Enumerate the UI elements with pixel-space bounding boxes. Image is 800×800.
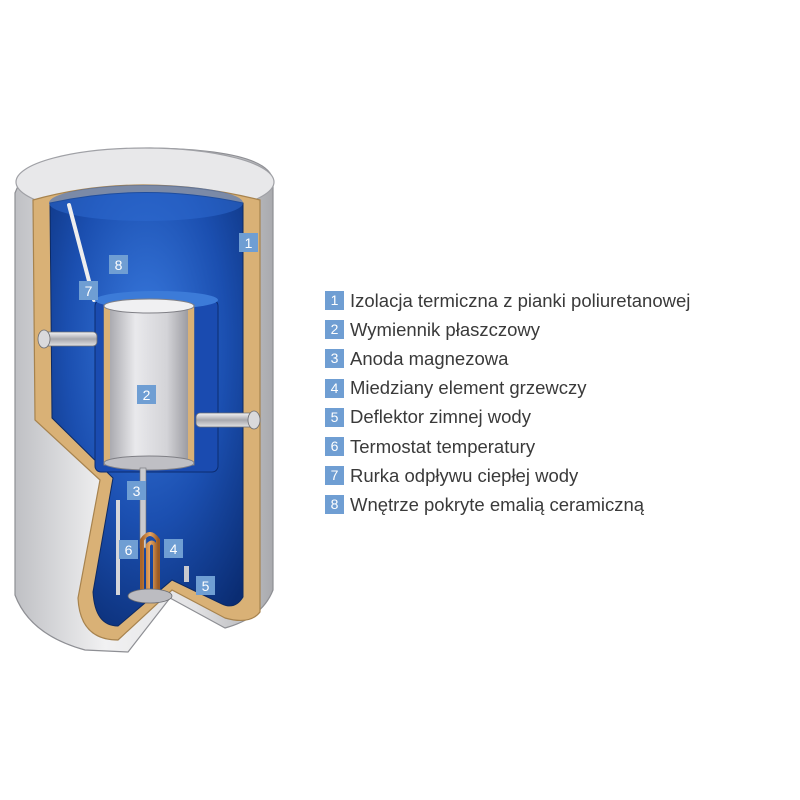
callout-7-label: 7 [85,283,93,299]
callout-6: 6 [119,540,138,559]
left-pipe-cap [37,329,51,349]
legend-number-badge: 3 [325,349,344,369]
heating-element [140,532,160,590]
legend-number-badge: 2 [325,320,344,340]
callout-8: 8 [109,255,128,274]
callout-1-label: 1 [245,235,253,251]
legend: 1 Izolacja termiczna z pianki poliuretan… [325,286,690,520]
legend-item: 6 Termostat temperatury [325,432,690,461]
callout-4-label: 4 [170,541,178,557]
callout-2-label: 2 [143,387,151,403]
legend-item: 5 Deflektor zimnej wody [325,403,690,432]
callout-1: 1 [239,233,258,252]
legend-item: 2 Wymiennik płaszczowy [325,315,690,344]
callout-3: 3 [127,481,146,500]
legend-label: Anoda magnezowa [350,347,509,369]
callout-5: 5 [196,576,215,595]
legend-number-badge: 8 [325,495,344,515]
legend-number-badge: 6 [325,437,344,457]
core-band-right [188,305,194,465]
legend-item: 7 Rurka odpływu ciepłej wody [325,461,690,490]
legend-label: Wymiennik płaszczowy [350,318,541,340]
callout-2: 2 [137,385,156,404]
tank-opening [49,185,243,221]
callout-3-label: 3 [133,483,141,499]
callout-8-label: 8 [115,257,123,273]
legend-item: 3 Anoda magnezowa [325,344,690,373]
legend-number-badge: 4 [325,378,344,398]
bottom-flange [127,588,173,604]
legend-number-badge: 7 [325,466,344,486]
thermostat-rod [116,500,120,595]
legend-item: 4 Miedziany element grzewczy [325,374,690,403]
callout-5-label: 5 [202,578,210,594]
callout-7: 7 [79,281,98,300]
legend-item: 8 Wnętrze pokryte emalią ceramiczną [325,490,690,519]
callout-6-label: 6 [125,542,133,558]
legend-label: Rurka odpływu ciepłej wody [350,464,579,486]
right-pipe-cap [247,410,261,430]
core-band-left [104,305,110,465]
core-top [103,298,195,314]
legend-label: Izolacja termiczna z pianki poliuretanow… [350,289,691,311]
legend-item: 1 Izolacja termiczna z pianki poliuretan… [325,286,690,315]
legend-label: Deflektor zimnej wody [350,406,531,428]
legend-number-badge: 5 [325,407,344,427]
core-bottom [103,455,195,471]
legend-number-badge: 1 [325,291,344,311]
callout-4: 4 [164,539,183,558]
cold-water-deflector [184,566,189,582]
legend-label: Termostat temperatury [350,435,536,457]
legend-label: Miedziany element grzewczy [350,377,587,399]
legend-label: Wnętrze pokryte emalią ceramiczną [350,493,645,515]
